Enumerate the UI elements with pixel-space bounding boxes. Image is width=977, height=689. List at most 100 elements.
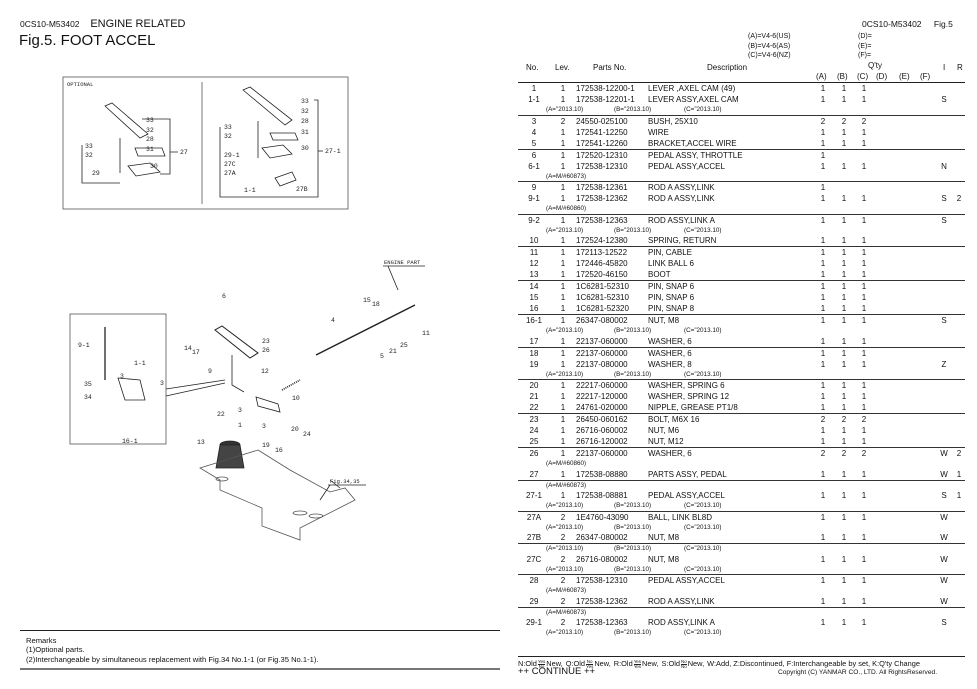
description: LINK BALL 6: [648, 259, 694, 268]
item-number: 21: [529, 392, 539, 401]
model-f: (F)=: [858, 52, 872, 59]
description: NIPPLE, GREASE PT1/8: [648, 403, 738, 412]
interchange-code: W: [940, 576, 948, 585]
description: WASHER, 6: [648, 336, 692, 346]
fig-ref-label: Fig.34,35: [330, 478, 360, 485]
qty-a: 1: [820, 236, 826, 245]
col-a: (A): [816, 72, 827, 81]
qty-c: 1: [861, 161, 867, 171]
part-number: 26347-080002: [576, 316, 628, 325]
qty-b: 1: [841, 282, 847, 291]
qty-b: 1: [841, 348, 847, 358]
description: ROD ASSY,LINK A: [648, 215, 715, 225]
serial-note: (C="2013.10): [684, 565, 722, 573]
qty-b: 1: [841, 194, 847, 203]
callout-27A: 27A: [224, 170, 236, 177]
callout-30: 30: [150, 163, 158, 170]
legend-suffix: New,: [687, 659, 705, 668]
description: PIN, SNAP 6: [648, 293, 695, 302]
callout-4: 4: [331, 317, 335, 324]
item-number: 9: [531, 183, 537, 192]
item-number: 10: [529, 236, 539, 245]
part-number: 172538-12362: [576, 596, 628, 606]
item-number: 1-1: [528, 95, 540, 104]
col-no: No.: [526, 63, 539, 72]
qty-a: 1: [820, 127, 826, 137]
qty-c: 2: [861, 449, 867, 458]
description: PEDAL ASSY,ACCEL: [648, 576, 725, 585]
qty-c: 1: [861, 127, 867, 137]
item-number: 27C: [526, 554, 542, 564]
level: 1: [560, 469, 566, 479]
interchange-code: N: [941, 161, 947, 171]
figure-title: Fig.5. FOOT ACCEL: [19, 32, 156, 49]
level: 2: [560, 116, 566, 126]
callout-31: 31: [146, 146, 154, 153]
qty-b: 1: [841, 161, 847, 171]
level: 1: [560, 392, 566, 401]
description: ROD ASSY,LINK A: [648, 618, 715, 627]
item-number: 9-2: [528, 215, 540, 225]
part-number: 172538-12363: [576, 215, 628, 225]
callout-9-1: 9-1: [78, 342, 90, 349]
callout-32d: 32: [224, 133, 232, 140]
qty-c: 1: [861, 512, 867, 522]
level: 1: [560, 359, 566, 369]
part-number: 172538-12310: [576, 161, 628, 171]
item-number: 6: [531, 150, 537, 160]
note-line: (A="2013.10)(B="2013.10)(C="2013.10): [518, 105, 965, 115]
qty-a: 1: [820, 576, 826, 585]
qty-c: 1: [861, 554, 867, 564]
qty-a: 1: [820, 95, 826, 104]
callout-1-1: 1-1: [244, 187, 256, 194]
callout-3a: 3: [120, 373, 124, 380]
model-b: (B)=V4-6(AS): [748, 42, 791, 50]
arrow-bottom-label: Yes: [586, 663, 594, 669]
description: BOLT, M6X 16: [648, 415, 700, 424]
qty-b: 1: [841, 336, 847, 346]
